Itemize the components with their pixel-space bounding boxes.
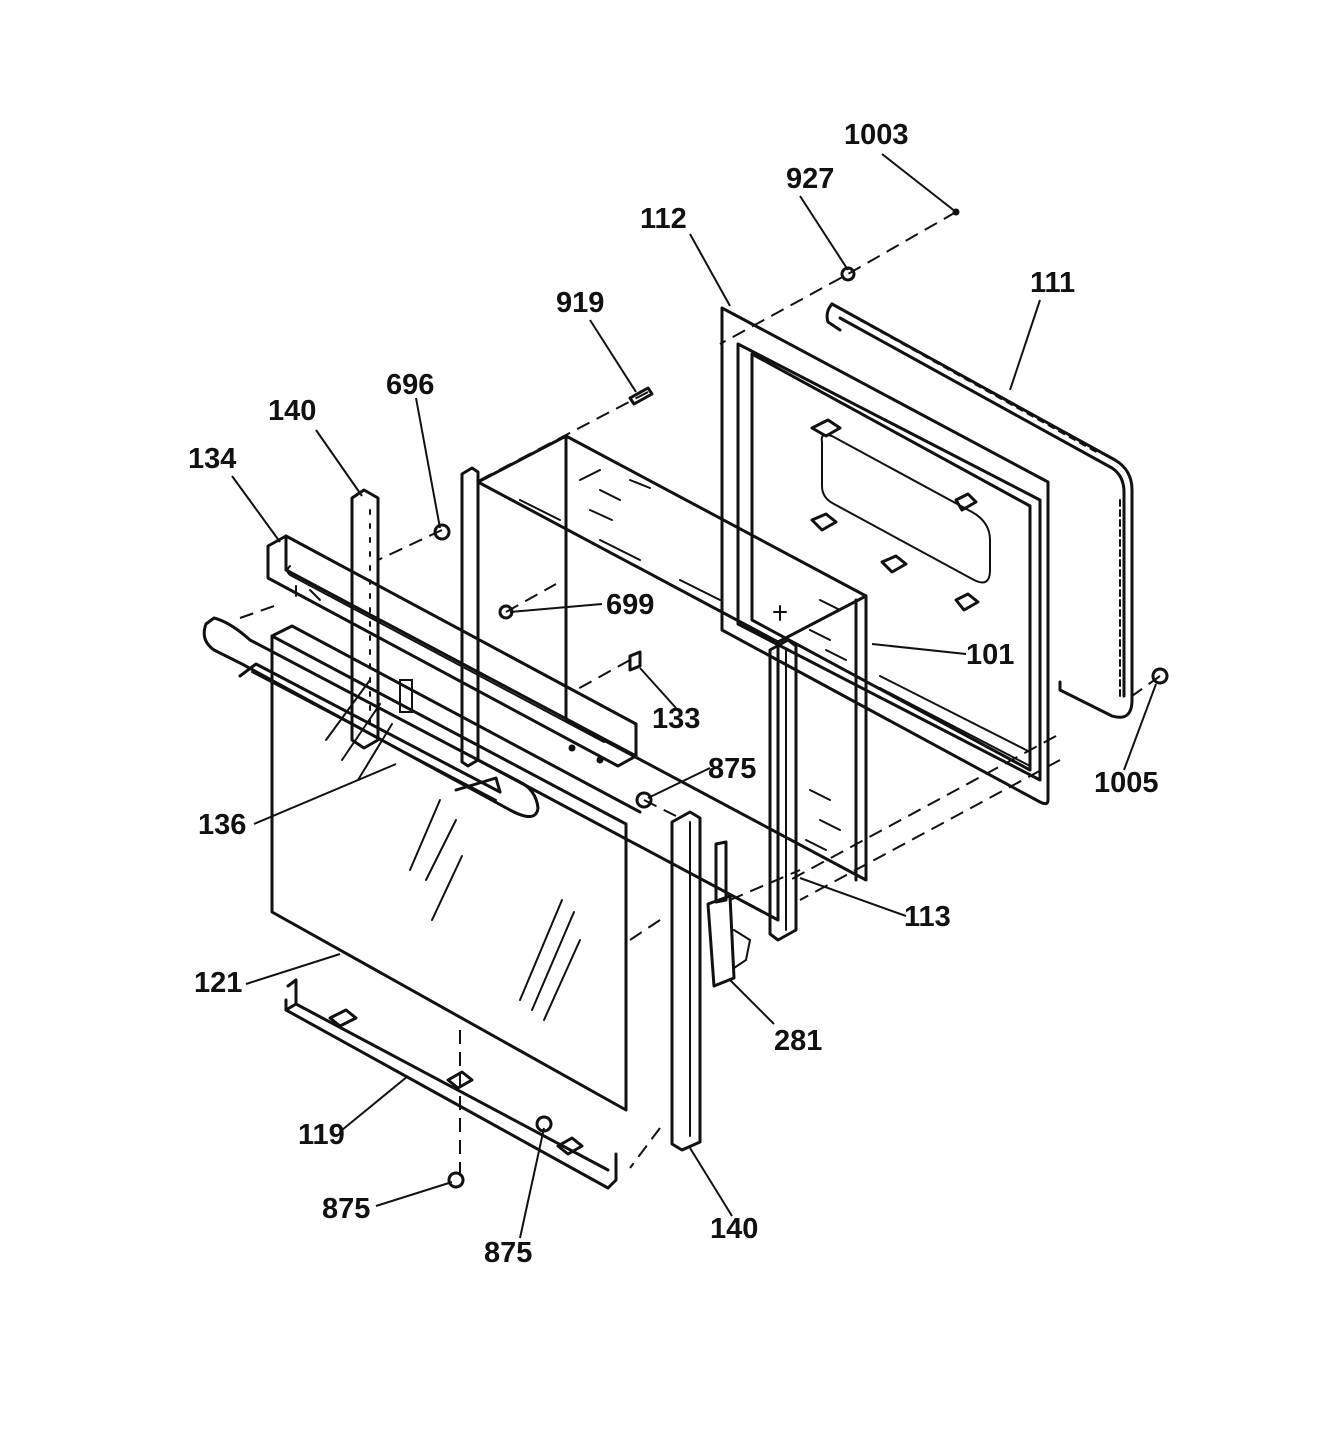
part-111-door-liner xyxy=(825,302,1134,719)
label-121: 121 xyxy=(194,967,242,999)
label-1005: 1005 xyxy=(1094,767,1159,799)
label-136: 136 xyxy=(198,809,246,841)
label-696: 696 xyxy=(386,369,434,401)
part-112-door-frame xyxy=(720,306,1050,806)
label-699: 699 xyxy=(606,589,654,621)
label-133: 133 xyxy=(652,703,700,735)
part-labels: 1003 927 112 111 919 696 140 134 699 101… xyxy=(188,119,1159,1269)
label-112: 112 xyxy=(640,203,687,235)
assembly-lines xyxy=(239,211,1161,1180)
label-111: 111 xyxy=(1030,267,1075,299)
part-140-right-strip xyxy=(670,810,702,1152)
label-875-bottom-left: 875 xyxy=(322,1193,370,1225)
label-919: 919 xyxy=(556,287,604,319)
label-113: 113 xyxy=(904,901,951,933)
part-281-hinge xyxy=(706,840,752,988)
label-134: 134 xyxy=(188,443,236,475)
label-875-right: 875 xyxy=(708,753,756,785)
part-134-vent-trim xyxy=(266,534,638,768)
label-927: 927 xyxy=(786,163,834,195)
label-281: 281 xyxy=(774,1025,822,1057)
label-875-bottom: 875 xyxy=(484,1237,532,1269)
part-119-bottom-trim xyxy=(284,978,618,1190)
label-140-top: 140 xyxy=(268,395,316,427)
label-140-bottom: 140 xyxy=(710,1213,758,1245)
label-1003: 1003 xyxy=(844,119,909,151)
label-119: 119 xyxy=(298,1119,345,1151)
part-101-insulation-panel xyxy=(476,434,868,922)
part-113-side-strip xyxy=(768,638,798,942)
leader-lines xyxy=(231,153,1157,1239)
part-121-outer-glass xyxy=(270,624,642,1112)
label-101: 101 xyxy=(966,639,1014,671)
hardware-screws xyxy=(433,208,1169,1189)
part-136-handle xyxy=(202,616,540,818)
